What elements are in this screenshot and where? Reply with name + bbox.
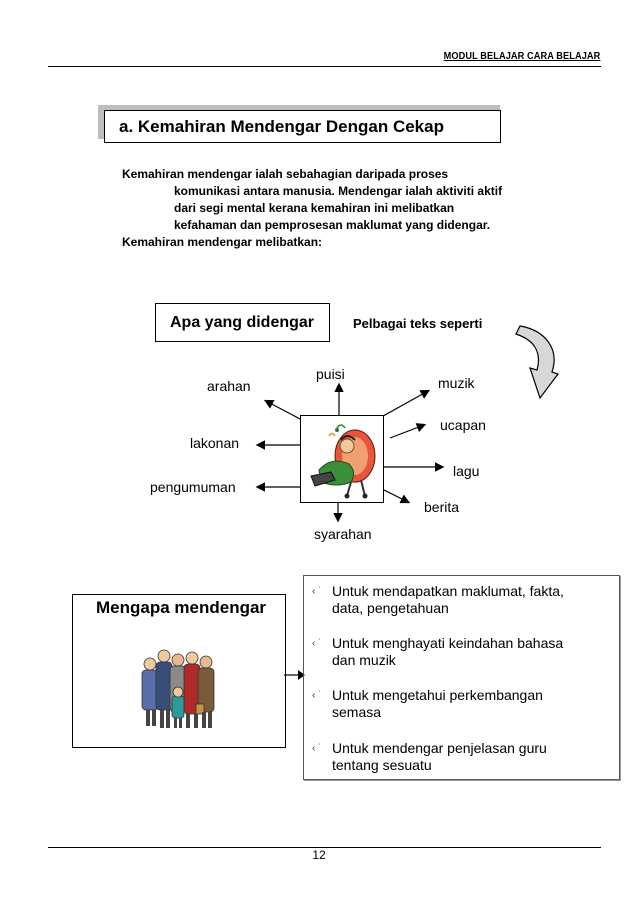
reason-line-2: dan muzik — [332, 652, 396, 668]
reason-line-1: Untuk mendapatkan maklumat, fakta, — [332, 583, 564, 599]
reason-line-1: Untuk menghayati keindahan bahasa — [332, 635, 564, 651]
arrow-berita — [383, 489, 411, 504]
label-puisi: puisi — [316, 366, 345, 382]
intro-line-3: dari segi mental kerana kemahiran ini me… — [174, 201, 455, 215]
reason-item: ‹ ˙ Untuk mendengar penjelasan guru tent… — [312, 740, 612, 774]
bullet-icon: ‹ ˙ — [312, 743, 322, 754]
bullet-icon: ‹ ˙ — [312, 690, 322, 701]
arrow-muzik — [375, 389, 431, 421]
label-lagu: lagu — [453, 463, 480, 479]
bullet-icon: ‹ ˙ — [312, 586, 322, 597]
header-rule — [48, 66, 601, 67]
page-number: 12 — [312, 848, 326, 862]
connector-arrow-icon — [284, 670, 305, 680]
various-texts-caption: Pelbagai teks seperti — [353, 316, 483, 331]
label-lakonan: lakonan — [190, 435, 240, 451]
reason-item: ‹ ˙ Untuk mengetahui perkembangan semasa — [312, 687, 612, 721]
intro-line-1: Kemahiran mendengar ialah sebahagian dar… — [122, 167, 449, 181]
curved-arrow-icon — [515, 325, 559, 400]
what-is-heard-box: Apa yang didengar — [155, 303, 330, 342]
reason-line-2: semasa — [332, 704, 382, 720]
arrow-ucapan — [389, 423, 427, 439]
arrow-arahan — [263, 399, 303, 421]
reason-line-1: Untuk mengetahui perkembangan — [332, 687, 543, 703]
running-header: MODUL BELAJAR CARA BELAJAR — [443, 51, 600, 62]
intro-line-2: komunikasi antara manusia. Mendengar ial… — [174, 184, 503, 198]
footer-rule — [48, 847, 601, 848]
intro-paragraph: Kemahiran mendengar ialah sebahagian dar… — [122, 166, 552, 234]
label-syarahan: syarahan — [314, 526, 372, 542]
label-muzik: muzik — [438, 375, 475, 391]
reason-item: ‹ ˙ Untuk mendapatkan maklumat, fakta, d… — [312, 583, 612, 617]
bullet-icon: ‹ ˙ — [312, 638, 322, 649]
label-berita: berita — [424, 499, 460, 515]
intro-line-4: kefahaman dan pemprosesan maklumat yang … — [174, 218, 491, 232]
reason-line-2: data, pengetahuan — [332, 600, 449, 616]
label-ucapan: ucapan — [440, 417, 486, 433]
group-of-people-clipart-icon — [136, 640, 228, 732]
label-arahan: arahan — [207, 378, 251, 394]
why-listen-title: Mengapa mendengar — [96, 598, 267, 617]
label-pengumuman: pengumuman — [150, 479, 236, 495]
why-listen-box — [72, 594, 286, 748]
reason-item: ‹ ˙ Untuk menghayati keindahan bahasa da… — [312, 635, 612, 669]
section-title: a. Kemahiran Mendengar Dengan Cekap — [104, 110, 501, 143]
involves-line: Kemahiran mendengar melibatkan: — [122, 235, 323, 249]
reason-line-2: tentang sesuatu — [332, 757, 432, 773]
reasons-box — [303, 575, 620, 780]
listener-clipart-icon — [300, 415, 384, 503]
reason-line-1: Untuk mendengar penjelasan guru — [332, 740, 547, 756]
